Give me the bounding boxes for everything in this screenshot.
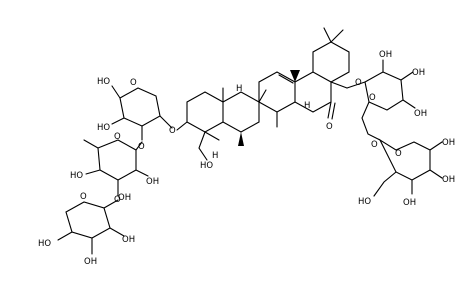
atom-label-oh: OH [146, 177, 159, 187]
atom-label-h: H [236, 84, 242, 94]
atom-label-oh: OH [403, 198, 416, 208]
atom-label-oh: OH [414, 109, 427, 119]
atom-label-ho: HO [358, 197, 371, 207]
atom-label-o: O [114, 132, 121, 142]
atom-label-o: O [355, 78, 362, 88]
atom-label-oh: OH [122, 235, 135, 245]
atom-label-o: O [326, 122, 333, 132]
triterpene-core [176, 27, 366, 161]
atom-label-o: O [130, 78, 137, 88]
atom-label-o: O [395, 149, 402, 159]
atom-label-oh: OH [442, 175, 455, 185]
xylose-ring [57, 199, 125, 255]
atom-label-ho: HO [38, 239, 51, 249]
atom-label-ho: HO [97, 123, 110, 133]
atom-label-oh: OH [412, 68, 425, 78]
atom-label-o: O [371, 140, 378, 150]
atom-label-ho: HO [200, 161, 213, 171]
rhamnose-ring [83, 139, 149, 197]
arabinose-ring [111, 85, 173, 141]
glucose-ring [361, 59, 416, 141]
atom-label-o: O [138, 142, 145, 152]
atom-label-oh: OH [379, 50, 392, 60]
terminal-glucose-ring [373, 138, 443, 197]
atom-label-oh: OH [442, 138, 455, 148]
atom-label-ho: HO [70, 171, 83, 181]
atom-label-h: H [304, 101, 310, 111]
atom-label-o: O [114, 195, 121, 205]
atom-label-oh: OH [84, 257, 97, 267]
atom-labels: O H H HO O O H OH OH OH O O O OH OH OH H… [38, 50, 455, 267]
atom-label-h: H [212, 151, 218, 161]
atom-label-o: O [369, 93, 376, 103]
atom-label-ho: HO [97, 77, 110, 87]
atom-label-oh: OH [118, 193, 131, 203]
atom-label-o: O [80, 192, 87, 202]
atom-label-o: O [169, 126, 176, 136]
